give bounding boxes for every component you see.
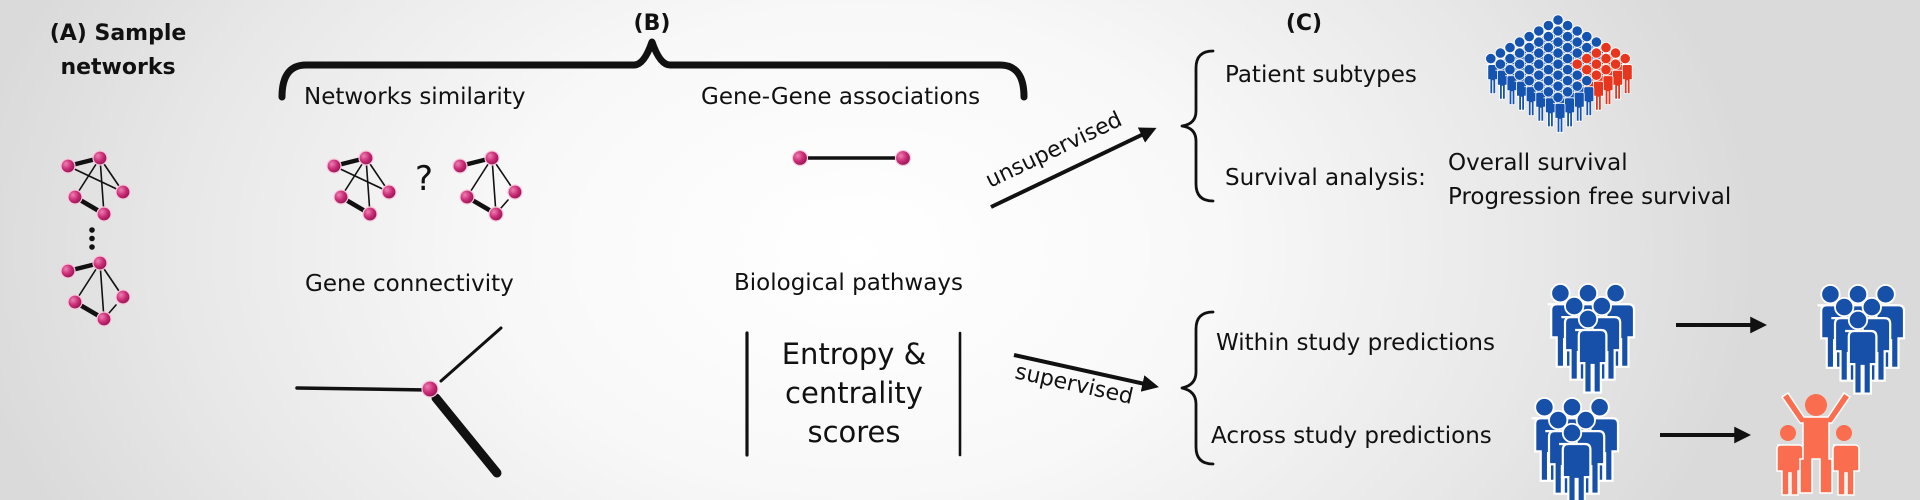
- side-person-head: [1780, 425, 1796, 441]
- within-study-predictions-label: Within study predictions: [1216, 330, 1495, 356]
- supervised-arrow: [1013, 353, 1159, 392]
- unsupervised-arrow: [990, 127, 1157, 209]
- scores-box-line1: Entropy &: [782, 337, 927, 371]
- feature-gene-gene-associations-label: Gene-Gene associations: [701, 84, 980, 110]
- feature-biological-pathways-label: Biological pathways: [734, 270, 963, 296]
- crowd-person-blue: [1542, 86, 1556, 128]
- network-comparison-right-icon: [453, 151, 522, 221]
- scores-box-line2: centrality: [785, 376, 923, 410]
- section-c-title: (C): [1286, 11, 1322, 36]
- section-a-title-line1: (A) Sample: [50, 21, 187, 46]
- across-study-predictions-label: Across study predictions: [1211, 423, 1492, 449]
- overall-survival-label: Overall survival: [1448, 150, 1628, 176]
- section-b-brace: [278, 38, 1028, 101]
- crowd-person-blue: [1533, 80, 1547, 122]
- crowd-person-blue: [1494, 58, 1508, 100]
- crowd-person-blue: [1523, 75, 1537, 117]
- sample-network-1-icon: [61, 151, 130, 221]
- vertical-ellipsis-icon: [89, 227, 95, 250]
- progression-free-survival-label: Progression free survival: [1448, 184, 1731, 210]
- unsupervised-label: unsupervised: [982, 107, 1126, 193]
- side-person-body: [1776, 444, 1804, 496]
- section-a-title-line2: networks: [60, 55, 175, 80]
- crowd-person-blue: [1504, 64, 1518, 106]
- crowd-person-blue: [1552, 91, 1566, 133]
- hub-node-icon: [295, 326, 503, 478]
- cheering-person-head: [1805, 394, 1827, 416]
- feature-networks-similarity-label: Networks similarity: [304, 84, 525, 110]
- network-comparison-left-icon: [327, 151, 396, 221]
- section-b-title: (B): [634, 11, 671, 36]
- cheering-person-body: [1780, 391, 1852, 494]
- within-study-source-group-icon: [1546, 282, 1636, 394]
- crowd-person-blue: [1485, 52, 1499, 95]
- sample-network-2-icon: [61, 256, 130, 326]
- survival-analysis-label: Survival analysis:: [1225, 165, 1426, 191]
- scores-box: Entropy & centrality scores: [745, 331, 962, 457]
- across-study-cheering-group-icon: [1776, 391, 1860, 496]
- feature-gene-connectivity-label: Gene connectivity: [305, 271, 514, 297]
- supervised-outcomes-brace: [1180, 310, 1215, 466]
- across-study-source-group-icon: [1530, 396, 1620, 500]
- within-study-target-group-icon: [1816, 283, 1906, 395]
- comparison-question-mark: ?: [415, 159, 433, 199]
- unsupervised-outcomes-brace: [1180, 49, 1215, 203]
- scores-box-line3: scores: [807, 415, 900, 449]
- patient-crowd-subtypes-icon: [1485, 14, 1633, 133]
- patient-subtypes-label: Patient subtypes: [1225, 62, 1417, 88]
- side-person-body: [1832, 444, 1860, 496]
- crowd-person-blue: [1513, 69, 1528, 111]
- gene-edge-icon: [791, 149, 912, 167]
- side-person-head: [1836, 425, 1852, 441]
